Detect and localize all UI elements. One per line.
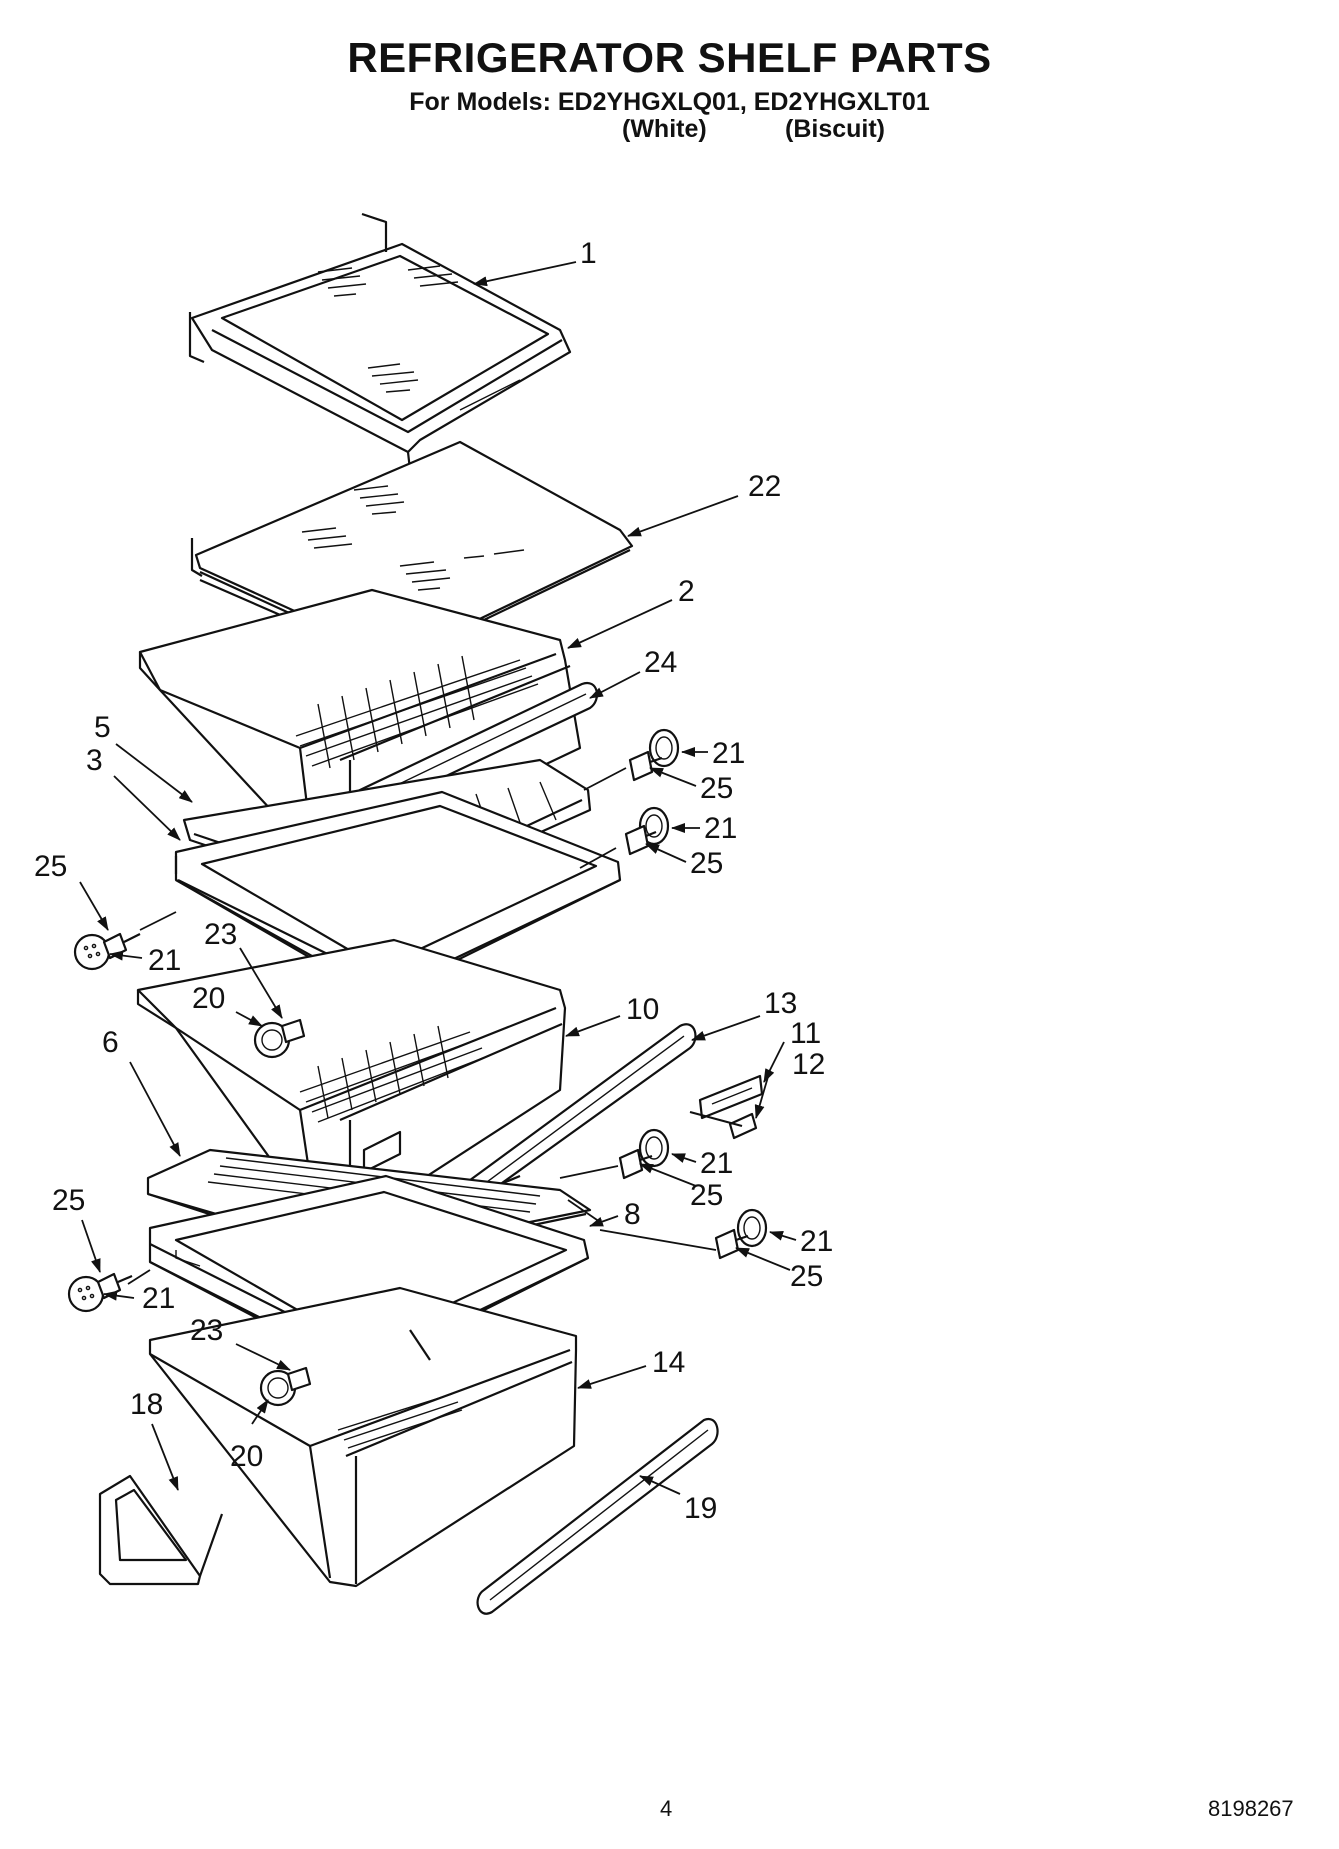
part-19-bottom-handle (476, 1417, 719, 1615)
document-number: 8198267 (1208, 1796, 1294, 1821)
callout-3: 3 (86, 744, 103, 777)
callout-21-c: 21 (148, 944, 181, 977)
callout-20-b: 20 (230, 1440, 263, 1473)
fastener-20-upper (253, 1018, 306, 1059)
callout-22: 22 (748, 470, 781, 503)
callout-25-c: 25 (34, 850, 67, 883)
callout-2: 2 (678, 575, 695, 608)
part-3-frame (174, 790, 622, 1007)
callout-12: 12 (792, 1048, 825, 1081)
fastener-25-left-upper (102, 932, 141, 960)
fastener-25-left-lower (96, 1272, 133, 1300)
callout-5: 5 (94, 711, 111, 744)
part-18-label (98, 1474, 224, 1586)
callout-24: 24 (644, 646, 677, 679)
fastener-21-right-low1 (638, 1128, 670, 1168)
callout-13: 13 (764, 987, 797, 1020)
part-12-clip (689, 1110, 758, 1140)
callout-25-b: 25 (690, 847, 723, 880)
page-number: 4 (660, 1796, 673, 1821)
callout-6: 6 (102, 1026, 119, 1059)
variant-biscuit-label: (Biscuit) (785, 115, 885, 143)
part-1-top-shelf (188, 212, 572, 471)
callout-19: 19 (684, 1492, 717, 1525)
callout-23-a: 23 (204, 918, 237, 951)
callout-23-b: 23 (190, 1314, 223, 1347)
callout-21-a: 21 (712, 737, 745, 770)
fastener-21-right-low2 (736, 1208, 768, 1248)
callout-11: 11 (790, 1017, 821, 1050)
callout-8: 8 (624, 1198, 641, 1231)
callout-21-b: 21 (704, 812, 737, 845)
part-14-bottom-pan (148, 1286, 578, 1588)
callout-21-d: 21 (700, 1147, 733, 1180)
callout-10: 10 (626, 993, 659, 1026)
part-11-clip (698, 1074, 764, 1120)
callout-25-a: 25 (700, 772, 733, 805)
callout-25-f: 25 (52, 1184, 85, 1217)
fastener-21-left-upper (73, 933, 111, 971)
fastener-20-lower (259, 1366, 312, 1407)
callout-1: 1 (580, 237, 597, 270)
page-title: REFRIGERATOR SHELF PARTS (347, 34, 992, 81)
callout-21-f: 21 (142, 1282, 175, 1315)
callout-21-e: 21 (800, 1225, 833, 1258)
variant-white-label: (White) (622, 115, 707, 143)
callout-25-d: 25 (690, 1179, 723, 1212)
callout-14: 14 (652, 1346, 685, 1379)
fastener-21-right-upper (648, 728, 680, 768)
callout-25-e: 25 (790, 1260, 823, 1293)
callout-20-a: 20 (192, 982, 225, 1015)
models-line: For Models: ED2YHGXLQ01, ED2YHGXLT01 (409, 88, 930, 116)
callout-18: 18 (130, 1388, 163, 1421)
leader-lines (79, 261, 797, 1495)
